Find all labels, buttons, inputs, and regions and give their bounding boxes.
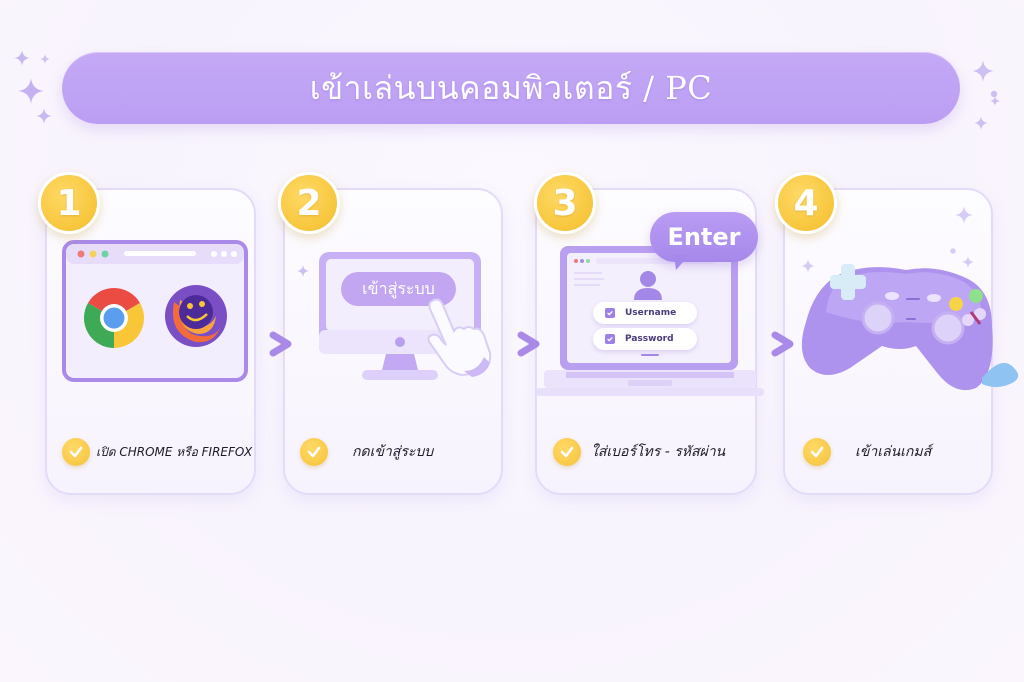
sparkle-icon [974, 116, 988, 130]
speech-bubble-tail [674, 254, 690, 270]
window-maximize-dot [101, 250, 109, 258]
chevron-right-icon [269, 331, 292, 357]
step-label-2: กดเข้าสู่ระบบ [300, 438, 433, 466]
checkmark-icon [553, 438, 581, 466]
step-number-badge: 2 [278, 172, 340, 234]
checkbox-checked-icon [605, 308, 615, 318]
sparkle-icon [40, 54, 50, 64]
window-minimize-dot [89, 250, 97, 258]
username-field: Username [593, 302, 697, 324]
dpad [830, 264, 866, 300]
pointing-hand-icon [427, 298, 492, 377]
checkmark-icon [62, 438, 90, 466]
user-avatar-icon [640, 271, 656, 287]
sparkle-icon [14, 50, 30, 66]
step-number-badge: 4 [775, 172, 837, 234]
sparkle-icon [972, 60, 994, 82]
page-title: เข้าเล่นบนคอมพิวเตอร์ / PC [309, 68, 713, 107]
sparkle-icon [990, 96, 1000, 106]
chevron-right-icon [771, 331, 794, 357]
gamepad-icon [801, 264, 1019, 391]
sparkle-icon [990, 90, 998, 98]
sparkle-icon [18, 78, 44, 104]
chevron-right-icon [517, 331, 540, 357]
step-label-3: ใส่เบอร์โทร - รหัสผ่าน [553, 438, 725, 466]
password-field: Password [593, 328, 697, 350]
sparkle-icon [962, 256, 974, 268]
step-label-4: เข้าเล่นเกมส์ [803, 438, 931, 466]
chrome-icon [83, 288, 145, 348]
sparkle-icon [950, 248, 956, 254]
sparkle-icon [297, 265, 309, 277]
step-number-badge: 3 [534, 172, 596, 234]
checkmark-icon [803, 438, 831, 466]
sparkle-icon [955, 206, 973, 224]
enter-speech-bubble: Enter [650, 212, 758, 262]
checkbox-checked-icon [605, 334, 615, 344]
browser-window-illustration [62, 240, 248, 382]
step-label-1: เปิด CHROME หรือ FIREFOX [62, 438, 252, 466]
title-banner: เข้าเล่นบนคอมพิวเตอร์ / PC [62, 52, 960, 124]
firefox-icon [165, 285, 227, 347]
checkmark-icon [300, 438, 328, 466]
window-close-dot [77, 250, 85, 258]
sparkle-icon [36, 108, 52, 124]
sparkle-icon [801, 259, 815, 273]
step-number-badge: 1 [38, 172, 100, 234]
